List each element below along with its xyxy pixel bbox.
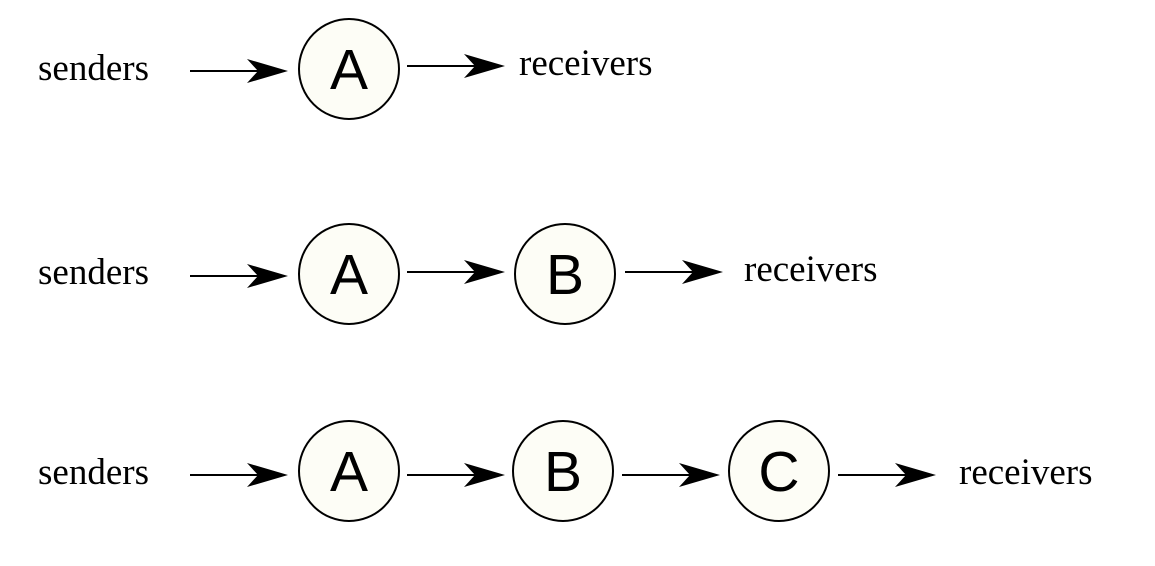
node-b-label: B (546, 243, 584, 307)
node-b-label: B (544, 440, 582, 504)
node-b: B (514, 223, 616, 325)
arrow-senders-to-node (190, 264, 288, 288)
arrow-node-to-receivers (407, 54, 505, 78)
arrow-node-a-to-node-b (407, 463, 505, 487)
node-a-label: A (330, 440, 368, 504)
arrow-senders-to-node (190, 463, 288, 487)
node-b: B (512, 420, 614, 522)
arrow-senders-to-node (190, 59, 288, 83)
arrow-node-to-receivers (838, 463, 936, 487)
node-a: A (298, 18, 400, 120)
senders-label: senders (38, 48, 149, 89)
relay-row-1: senders A receivers (38, 18, 653, 120)
relay-row-3: senders A B C receivers (38, 420, 1093, 522)
arrow-node-to-receivers (625, 260, 723, 284)
receivers-label: receivers (744, 249, 878, 290)
receivers-label: receivers (519, 43, 653, 84)
arrow-node-b-to-node-c (622, 463, 720, 487)
node-a: A (298, 223, 400, 325)
node-a-label: A (330, 243, 368, 307)
node-a-label: A (330, 38, 368, 102)
senders-label: senders (38, 252, 149, 293)
node-c-label: C (758, 440, 799, 504)
receivers-label: receivers (959, 452, 1093, 493)
node-a: A (298, 420, 400, 522)
arrow-node-a-to-node-b (407, 260, 505, 284)
node-c: C (728, 420, 830, 522)
senders-label: senders (38, 452, 149, 493)
relay-row-2: senders A B receivers (38, 223, 878, 325)
